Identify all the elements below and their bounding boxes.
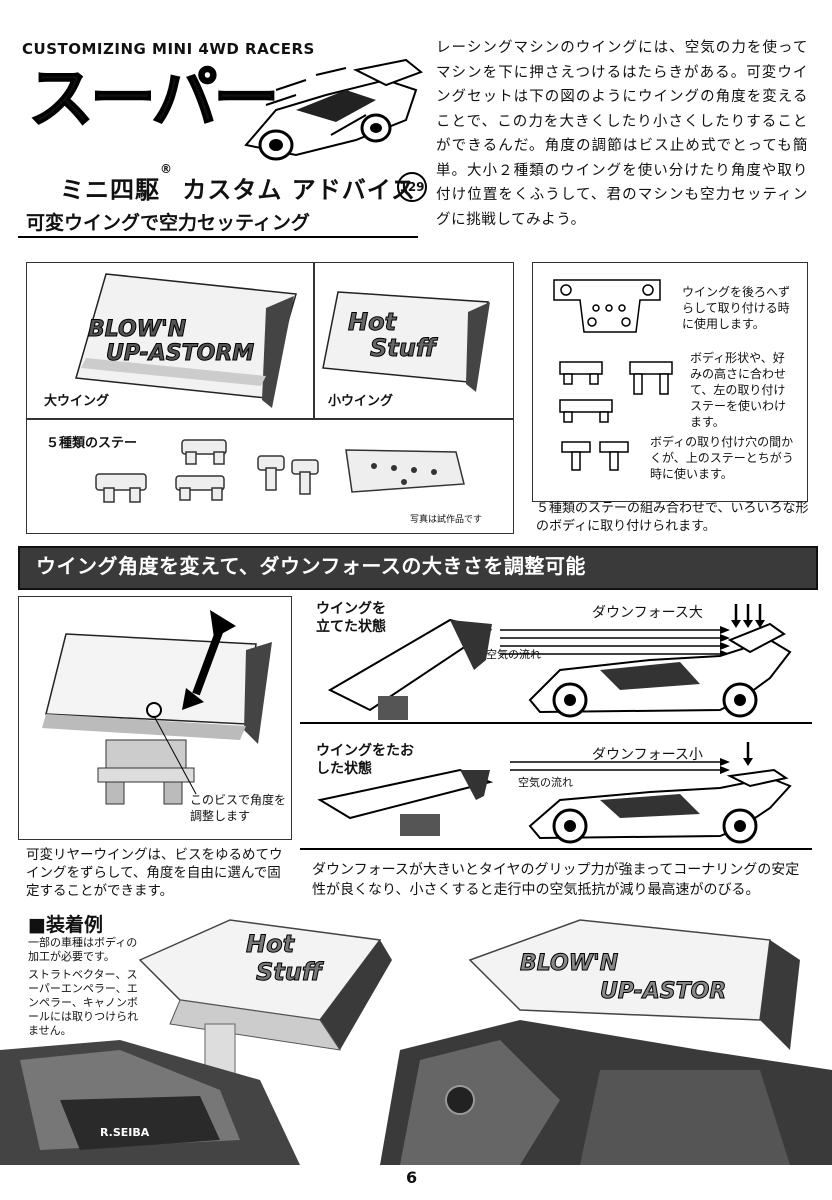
big-wing-caption: 大ウイング bbox=[44, 394, 110, 409]
subtitle: ミニ四駆® カスタム アドバイス bbox=[60, 162, 416, 205]
stays-summary: ５種類のステーの組み合わせで、いろいろな形のボディに取り付けられます。 bbox=[536, 501, 809, 534]
big-wing-illustration: BLOW'N UP-ASTORM bbox=[75, 273, 297, 408]
screw-label: このビスで角度を調整します bbox=[190, 793, 287, 823]
small-wing-logo-line2: Stuff bbox=[370, 334, 438, 362]
stay-note-3: ボディの取り付け穴の間かくが、上のステーとちがう時に使います。 bbox=[650, 435, 794, 481]
big-wing-logo-line1: BLOW'N bbox=[88, 317, 186, 342]
header-car-illustration bbox=[244, 58, 424, 161]
example-note-1: 一部の車種はボディの加工が必要です。 bbox=[28, 936, 138, 963]
example-photo: Hot Stuff R.SEIBA BLOW'N UP-ASTOR bbox=[0, 919, 832, 1165]
section-banner bbox=[18, 546, 818, 590]
header-english: CUSTOMIZING MINI 4WD RACERS bbox=[22, 40, 315, 58]
registered-mark: ® bbox=[160, 162, 173, 176]
example-note-2: ストラトベクター、スーパーエンペラー、エンペラー、キャノンボールには取りつけられ… bbox=[28, 968, 139, 1037]
downforce-explanation: ダウンフォースが大きいとタイヤのグリップ力が強まってコーナリングの安定性が良くな… bbox=[312, 862, 800, 898]
photo-divider-h bbox=[26, 418, 514, 420]
downforce-big-label: ダウンフォース大 bbox=[592, 605, 703, 621]
subtitle-main: ミニ四駆 bbox=[60, 176, 160, 204]
stays-diagram bbox=[553, 279, 673, 471]
stay-note-1: ウイングを後ろへずらして取り付ける時に使用します。 bbox=[682, 285, 791, 331]
small-wing-caption: 小ウイング bbox=[328, 394, 394, 409]
stays-illustration bbox=[95, 439, 465, 503]
section-banner-text: ウイング角度を変えて、ダウンフォースの大きさを調整可能 bbox=[36, 554, 586, 578]
example-wing2-logo1: BLOW'N bbox=[520, 951, 618, 976]
issue-number: 129 bbox=[397, 172, 427, 202]
example-wing1-logo1: Hot bbox=[246, 930, 296, 958]
stay-note-2: ボディ形状や、好みの高さに合わせて、左の取り付けステーを使いわけます。 bbox=[690, 351, 787, 429]
page-number: 6 bbox=[406, 1168, 418, 1187]
downforce-diagram bbox=[317, 604, 792, 844]
adjustable-wing-illustration bbox=[42, 610, 272, 805]
prototype-note: 写真は試作品です bbox=[410, 515, 483, 525]
theme-underline bbox=[18, 236, 418, 238]
wing-down-label: ウイングをたおした状態 bbox=[316, 743, 414, 777]
example-car-logo: R.SEIBA bbox=[100, 1126, 150, 1139]
main-title: スーパー bbox=[27, 60, 280, 137]
downforce-small-label: ダウンフォース小 bbox=[592, 747, 703, 763]
small-wing-illustration: Hot Stuff bbox=[322, 291, 490, 392]
intro-text: レーシングマシンのウイングには、空気の力を使ってマシンを下に押さえつけるはたらき… bbox=[436, 40, 808, 228]
photo-divider-v bbox=[313, 262, 315, 418]
big-wing-logo-line2: UP-ASTORM bbox=[106, 341, 254, 366]
airflow-label-2: 空気の流れ bbox=[518, 776, 573, 789]
theme-title: 可変ウイングで空力セッティング bbox=[26, 212, 310, 234]
example-wing2-logo2: UP-ASTOR bbox=[600, 979, 726, 1004]
small-wing-logo-line1: Hot bbox=[348, 308, 398, 336]
diagram-divider-2 bbox=[300, 848, 812, 850]
adjust-description: 可変リヤーウイングは、ビスをゆるめてウイングをずらして、角度を自由に選んで固定す… bbox=[26, 847, 283, 899]
subtitle-rest: カスタム アドバイス bbox=[182, 176, 416, 204]
diagram-divider-1 bbox=[300, 722, 812, 724]
example-wing1-logo2: Stuff bbox=[256, 958, 324, 986]
example-heading: ■装着例 bbox=[28, 914, 103, 936]
stays-caption: ５種類のステー bbox=[46, 436, 138, 451]
wing-up-label: ウイングを立てた状態 bbox=[316, 601, 386, 635]
